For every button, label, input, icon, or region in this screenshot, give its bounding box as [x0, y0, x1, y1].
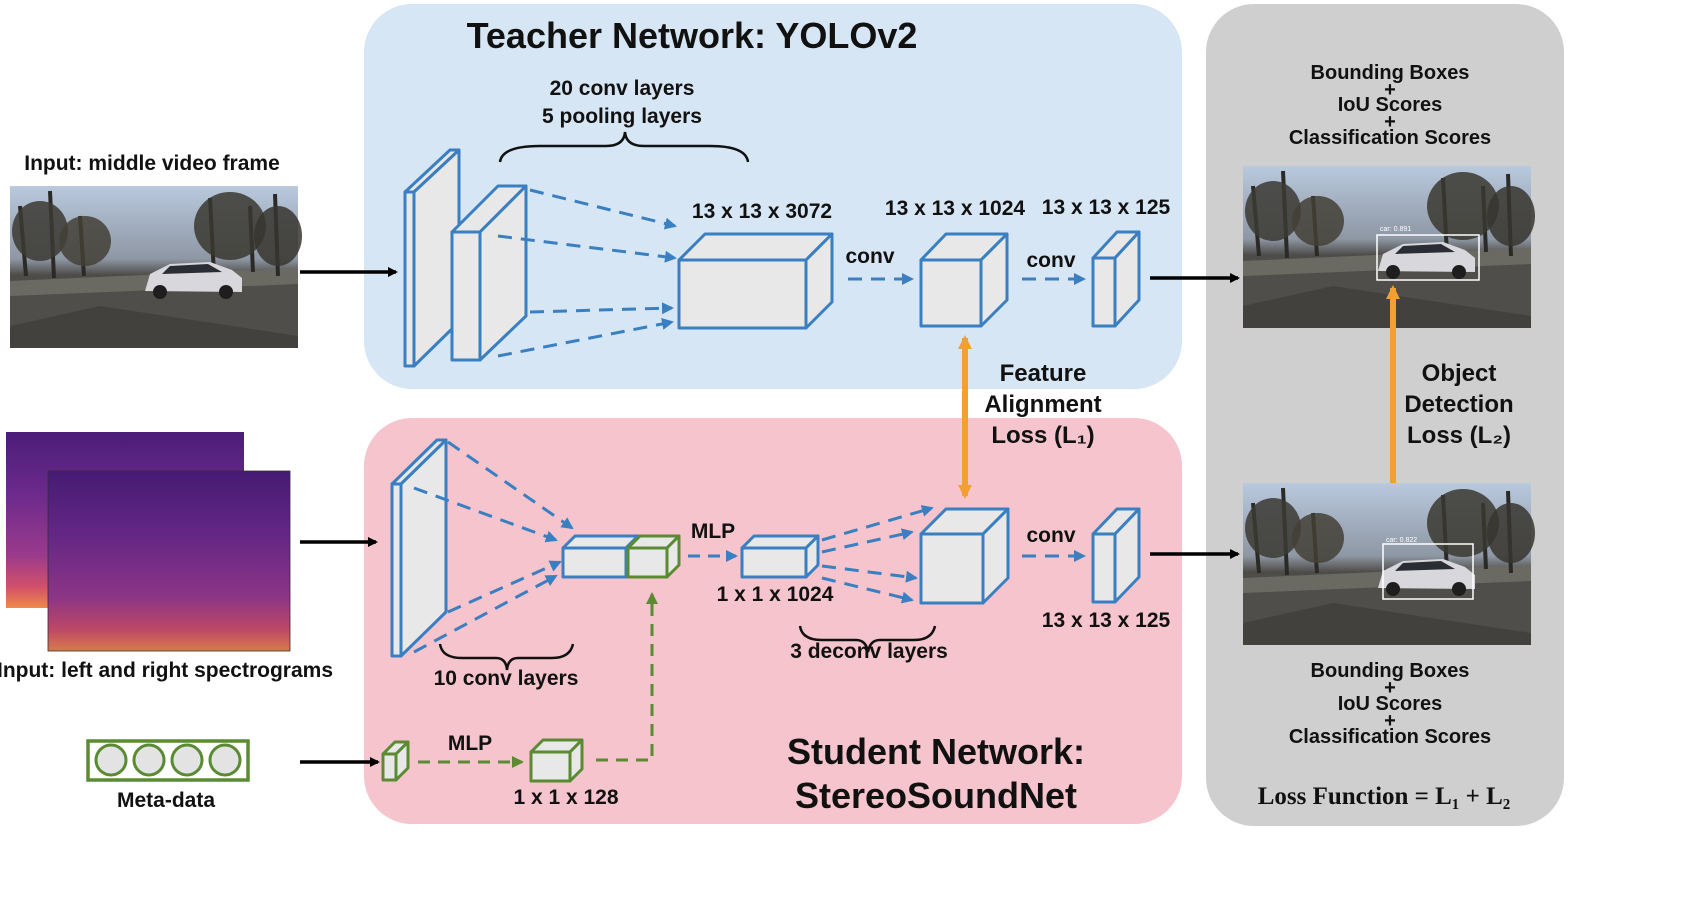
teacher-feature-block-3072 — [677, 232, 834, 330]
feature-loss-line2: Alignment — [984, 391, 1101, 418]
metadata-dim-128: 1 x 1 x 128 — [513, 786, 618, 809]
student-conv-brace — [438, 643, 575, 671]
teacher-detection-image: car: 0.891 — [1241, 164, 1537, 330]
student-dim-1024: 1 x 1 x 1024 — [717, 583, 834, 606]
top-output-line3: Classification Scores — [1289, 127, 1491, 149]
student-dim-125: 13 x 13 x 125 — [1042, 609, 1171, 632]
student-mlp-label: MLP — [691, 520, 735, 543]
bottom-output-plus1: + — [1384, 677, 1396, 699]
student-deconv-layers-label: 3 deconv layers — [790, 640, 948, 663]
teacher-bounding-box — [1376, 234, 1480, 281]
spectrogram-right — [47, 470, 291, 652]
teacher-conv-label-1: conv — [845, 245, 894, 268]
bottom-output-line2: IoU Scores — [1338, 693, 1442, 715]
detection-loss-line2: Detection — [1404, 391, 1513, 418]
student-conv-layers-label: 10 conv layers — [434, 667, 579, 690]
metadata-label: Meta-data — [117, 789, 215, 812]
video-frame-image — [8, 184, 304, 350]
student-bbox-label: car: 0.822 — [1386, 537, 1417, 544]
student-deconv-connections — [821, 505, 934, 604]
student-dashed-connections — [413, 440, 574, 654]
student-output-slab — [1091, 507, 1141, 604]
metadata-mlp-block — [529, 738, 584, 783]
metadata-mlp-label: MLP — [448, 732, 492, 755]
metadata-input-block — [381, 740, 410, 782]
bottom-output-line1: Bounding Boxes — [1311, 660, 1470, 682]
spectrogram-input-label: Input: left and right spectrograms — [0, 659, 333, 682]
student-conv-layer — [390, 438, 448, 658]
student-meta-feature-block — [626, 534, 681, 579]
metadata-to-concat-arrow — [596, 592, 658, 762]
teacher-bbox-label: car: 0.891 — [1380, 226, 1411, 233]
top-output-line1: Bounding Boxes — [1311, 62, 1470, 84]
teacher-conv-label-2: conv — [1026, 249, 1075, 272]
detection-loss-line1: Object — [1422, 360, 1497, 387]
student-conv-label: conv — [1026, 524, 1075, 547]
student-bounding-box — [1382, 543, 1474, 600]
top-output-plus2: + — [1384, 111, 1396, 133]
bottom-output-plus2: + — [1384, 710, 1396, 732]
top-output-line2: IoU Scores — [1338, 94, 1442, 116]
bottom-output-line3: Classification Scores — [1289, 726, 1491, 748]
student-title-line2: StereoSoundNet — [795, 775, 1077, 816]
feature-loss-line3: Loss (L₁) — [991, 422, 1094, 449]
teacher-dim-3072: 13 x 13 x 3072 — [692, 200, 832, 223]
student-mlp-block — [740, 534, 820, 579]
teacher-title: Teacher Network: YOLOv2 — [467, 15, 918, 56]
loss-function-formula: Loss Function = L₁ + L₂ — [1258, 783, 1511, 810]
teacher-feature-cube-1024 — [919, 232, 1009, 328]
teacher-layers-line1: 20 conv layers — [550, 77, 695, 100]
detection-loss-line3: Loss (L₂) — [1407, 422, 1511, 449]
video-input-label: Input: middle video frame — [24, 152, 280, 175]
student-title-line1: Student Network: — [787, 731, 1085, 772]
metadata-vector — [86, 739, 250, 782]
student-feature-cube-1024 — [919, 507, 1010, 605]
teacher-layers-line2: 5 pooling layers — [542, 105, 702, 128]
student-deconv-brace — [798, 625, 937, 653]
teacher-conv-layer-2 — [450, 184, 528, 362]
feature-loss-line1: Feature — [1000, 360, 1087, 387]
teacher-dashed-connections — [497, 188, 677, 358]
top-output-plus1: + — [1384, 79, 1396, 101]
student-detection-image: car: 0.822 — [1241, 481, 1537, 647]
teacher-dim-1024: 13 x 13 x 1024 — [885, 197, 1025, 220]
teacher-dim-125: 13 x 13 x 125 — [1042, 196, 1171, 219]
teacher-layers-brace — [498, 131, 750, 163]
teacher-output-slab — [1091, 230, 1141, 328]
